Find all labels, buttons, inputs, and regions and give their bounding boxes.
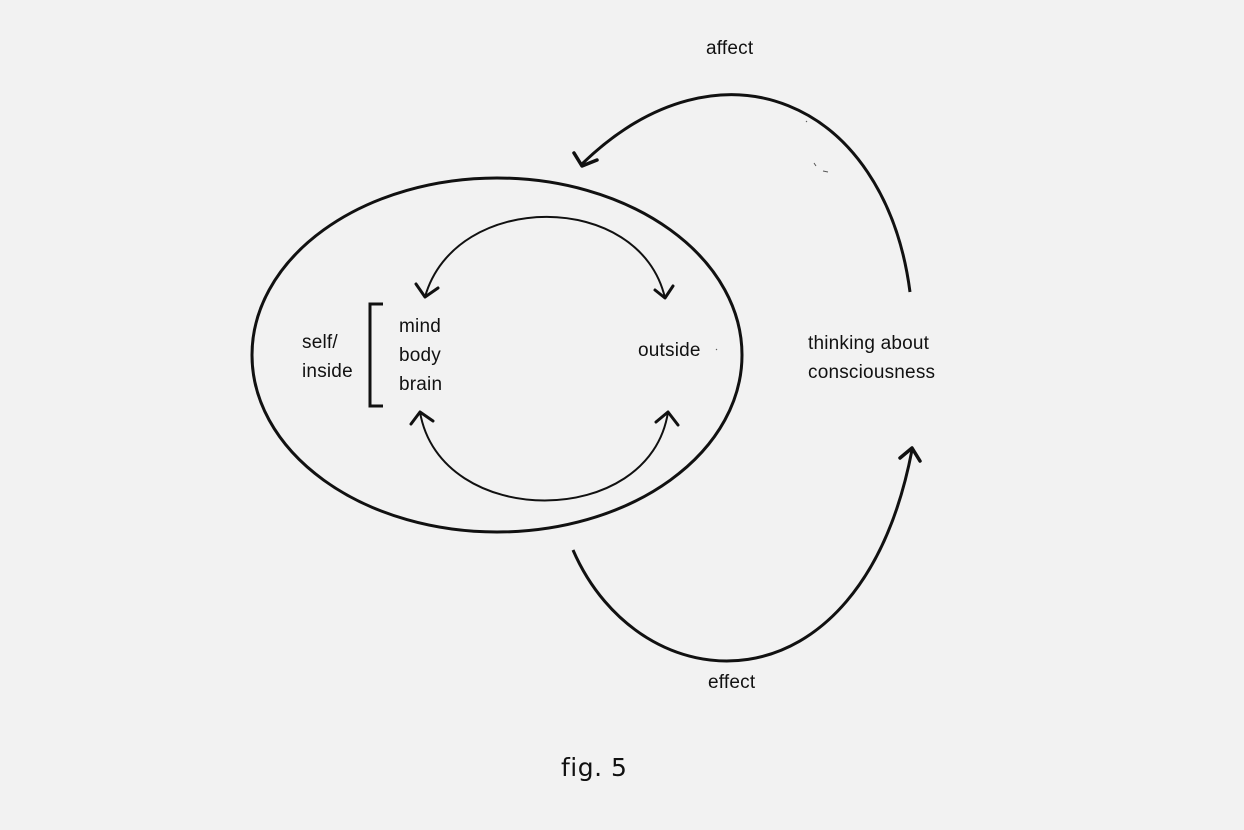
self-label-line-1: self/ [302, 332, 338, 353]
affect-label: affect [706, 38, 754, 59]
thinking-label-line-2: consciousness [808, 362, 936, 383]
effect-arrowhead [898, 446, 922, 463]
self-label-line-2: inside [302, 361, 353, 382]
body-label: body [399, 345, 442, 366]
thinking-label-line-1: thinking about [808, 333, 930, 354]
top-inner-arc [424, 216, 666, 299]
bottom-inner-arc-right-arrowhead [654, 410, 680, 427]
bracket [368, 302, 383, 408]
bottom-inner-arc-left-arrowhead [409, 410, 435, 426]
brain-label: brain [399, 374, 443, 395]
figure-caption: fig. 5 [561, 753, 628, 782]
effect-label: effect [708, 672, 756, 693]
self-inside-label: self/ inside [302, 328, 353, 386]
stray-mark [715, 120, 829, 351]
affect-arc [580, 93, 912, 293]
thinking-about-consciousness-label: thinking about consciousness [808, 329, 935, 387]
affect-arrowhead [572, 151, 599, 168]
mind-label: mind [399, 316, 441, 337]
outside-label: outside [638, 340, 701, 361]
effect-arc [571, 449, 914, 663]
mind-body-brain-list: mind body brain [399, 312, 442, 399]
top-inner-arc-right-arrowhead [653, 284, 675, 300]
bottom-inner-arc [419, 411, 669, 502]
system-oval [250, 176, 744, 534]
top-inner-arc-left-arrowhead [414, 282, 440, 299]
